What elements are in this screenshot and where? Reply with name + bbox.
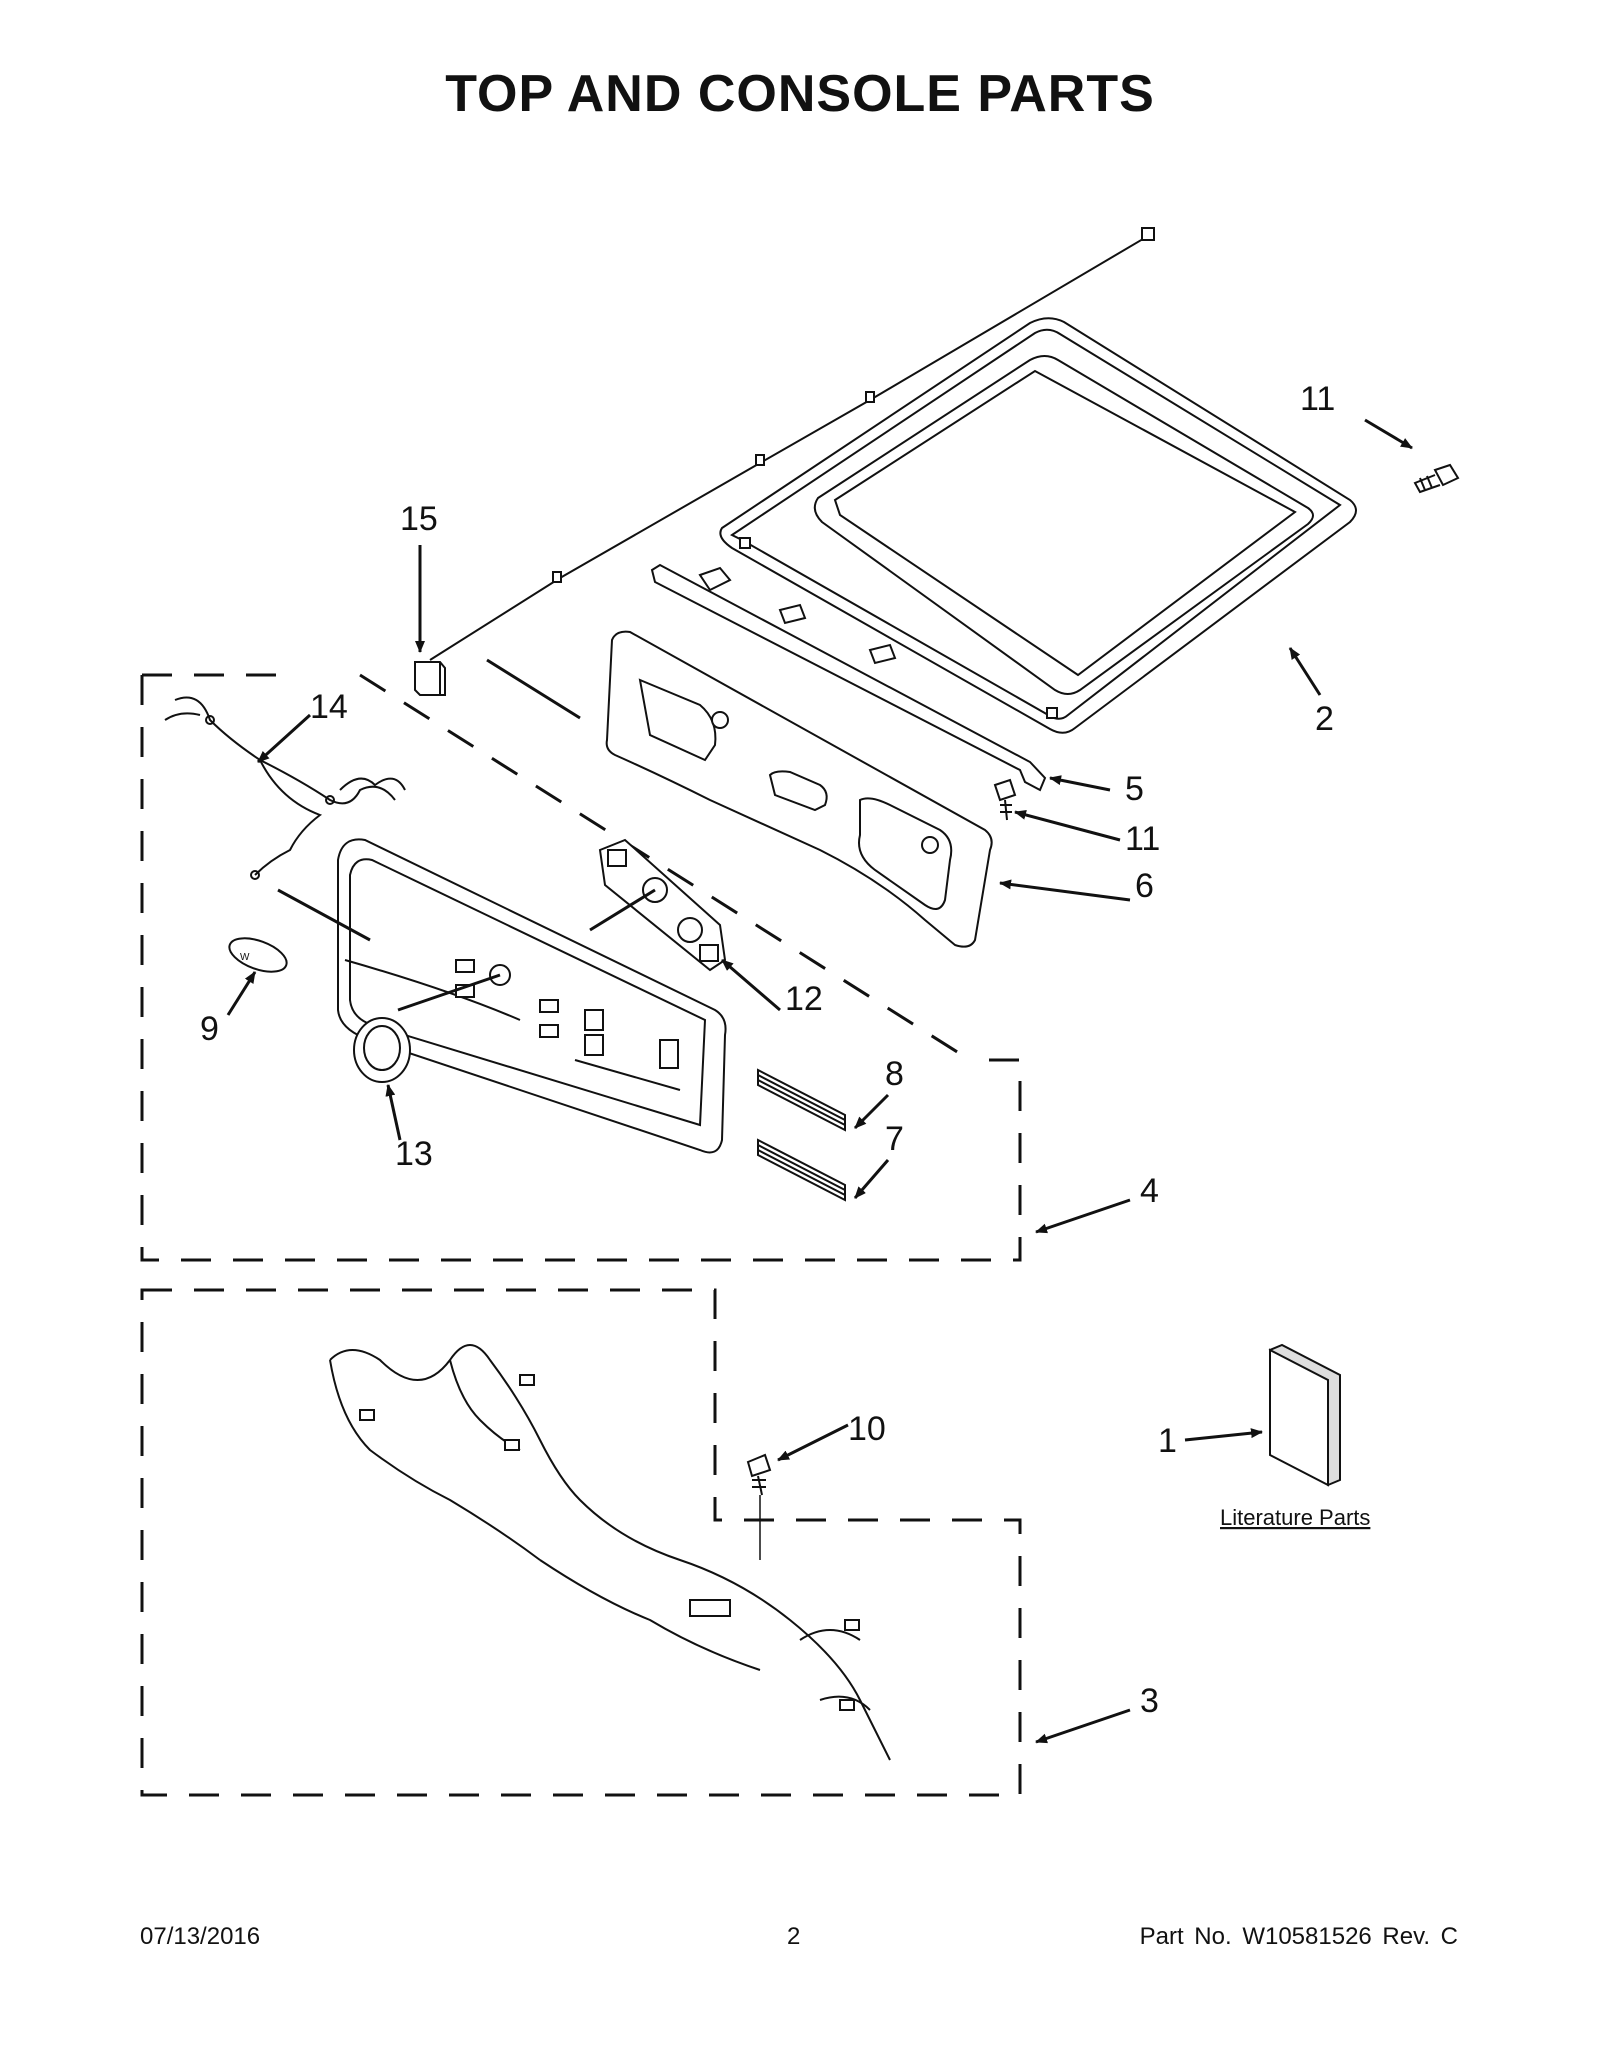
- callout-1: 1: [1158, 1422, 1177, 1460]
- top-panel-part-2: [719, 317, 1357, 734]
- callout-9: 9: [200, 1010, 219, 1048]
- literature-parts-label: Literature Parts: [1220, 1505, 1370, 1530]
- callout-11-lower: 11: [1125, 820, 1160, 858]
- footer-page-number: 2: [787, 1923, 801, 1950]
- top-wire-harness: [429, 227, 1155, 661]
- screw-part-10: [746, 1453, 772, 1560]
- callout-12: 12: [785, 980, 823, 1018]
- callout-15: 15: [400, 500, 438, 538]
- callout-13: 13: [395, 1135, 433, 1173]
- footer-part-number: Part No. W10581526 Rev. C: [1139, 1923, 1458, 1950]
- console-group-box: [140, 673, 1022, 1262]
- wire-harness-part-14: [164, 696, 406, 880]
- screw-part-11-upper: [1413, 463, 1460, 494]
- callout-6: 6: [1135, 867, 1154, 905]
- console-housing-part-6: [605, 630, 993, 948]
- callout-4: 4: [1140, 1172, 1159, 1210]
- leader-lines: [226, 418, 1413, 1744]
- connector-part-15: [414, 661, 446, 696]
- ribbon-cable-part-7: [757, 1138, 846, 1202]
- callout-7: 7: [885, 1120, 904, 1158]
- callout-2: 2: [1315, 700, 1334, 738]
- callout-10: 10: [848, 1410, 886, 1448]
- knob-part-13: [353, 1017, 411, 1083]
- screw-part-11-lower: [993, 778, 1017, 821]
- page-title: TOP AND CONSOLE PARTS: [445, 65, 1155, 123]
- literature-booklet-part-1: [1268, 1343, 1341, 1487]
- logo-badge-part-9: [228, 937, 288, 973]
- callout-3: 3: [1140, 1682, 1159, 1720]
- wiring-group-box: [140, 1288, 1022, 1797]
- leader-15-wire: [486, 658, 581, 720]
- footer-date: 07/13/2016: [140, 1923, 261, 1950]
- ribbon-cable-part-8: [757, 1068, 846, 1132]
- callout-5: 5: [1125, 770, 1144, 808]
- logo-badge-mark: W: [240, 952, 250, 963]
- controller-board-part-12: [598, 838, 727, 972]
- console-divider-line: [359, 673, 971, 1062]
- bracket-part-5: [650, 563, 1047, 792]
- callout-14: 14: [310, 688, 348, 726]
- main-wire-harness-part-3: [329, 1344, 891, 1761]
- console-front-panel: [337, 838, 727, 1154]
- callout-8: 8: [885, 1055, 904, 1093]
- callout-11-upper: 11: [1300, 380, 1335, 418]
